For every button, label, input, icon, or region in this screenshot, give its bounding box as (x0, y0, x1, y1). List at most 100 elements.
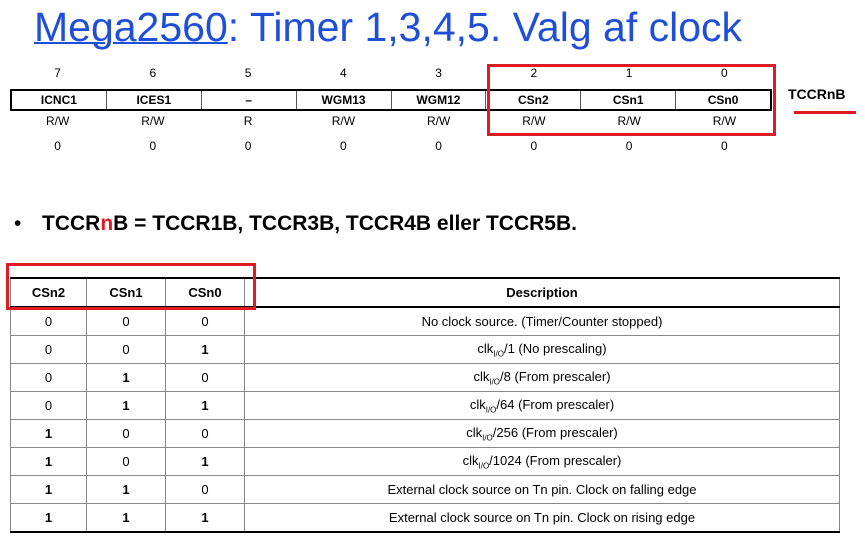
rw-value: R/W (522, 114, 546, 128)
description-cell: clkI/O/256 (From prescaler) (244, 419, 840, 448)
bit-cell: 0 (86, 447, 166, 476)
bit-cell: 1 (10, 475, 87, 504)
rw-value: R/W (45, 114, 70, 128)
bit-cell: 0 (165, 306, 245, 336)
description-cell: clkI/O/1024 (From prescaler) (244, 447, 840, 476)
register-field: ICES1 (105, 91, 201, 109)
rw-value: R/W (331, 114, 356, 128)
clk-text: clk (466, 424, 483, 440)
bit-cell: 0 (165, 475, 245, 504)
page-title: Mega2560: Timer 1,3,4,5. Valg af clock (34, 4, 742, 51)
initial-value: 0 (721, 139, 728, 153)
bit-number: 5 (244, 66, 252, 80)
description-cell: External clock source on Tn pin. Clock o… (244, 503, 840, 533)
initial-value: 0 (435, 139, 442, 153)
bit-cell: 1 (165, 447, 245, 476)
bit-cell: 0 (10, 335, 87, 364)
initial-value: 0 (54, 139, 61, 153)
title-link[interactable]: Mega2560 (34, 4, 228, 50)
rw-value: R/W (617, 114, 641, 128)
clk-subscript: I/O (489, 377, 501, 387)
bit-number: 0 (721, 66, 728, 80)
bit-cell: 0 (165, 419, 245, 448)
cs-columns-highlight (6, 263, 256, 310)
register-name-underline (794, 111, 856, 114)
bit-cell: 1 (10, 419, 87, 448)
prescale-text: /8 (From prescaler) (500, 368, 611, 384)
column-header: Description (244, 277, 840, 308)
column-header: CSn1 (86, 277, 166, 308)
clk-subscript: I/O (478, 461, 490, 471)
column-header: CSn0 (165, 277, 245, 308)
bullet-icon: • (14, 212, 22, 235)
prescale-text: /256 (From prescaler) (492, 424, 618, 440)
initial-value: 0 (149, 139, 157, 153)
table-header-row: CSn2 CSn1 CSn0 Description (10, 277, 840, 308)
description-cell: clkI/O/8 (From prescaler) (244, 363, 840, 392)
bit-number: 1 (625, 66, 633, 80)
read-write-row: R/W R/W R R/W R/W R/W R/W R/W (10, 114, 772, 128)
bit-cell: 0 (10, 306, 87, 336)
title-text: : Timer 1,3,4,5. Valg af clock (227, 4, 743, 50)
clk-text: clk (469, 396, 486, 412)
bit-number: 4 (340, 66, 347, 80)
initial-value: 0 (340, 139, 347, 153)
initial-value-row: 0 0 0 0 0 0 0 0 (10, 139, 772, 153)
rw-value: R/W (712, 114, 737, 128)
bit-cell: 0 (165, 363, 245, 392)
clk-text: clk (473, 368, 490, 384)
bit-cell: 1 (10, 447, 87, 476)
bit-cell: 1 (165, 391, 245, 420)
cs-bits-highlight (487, 64, 776, 136)
bullet-point: • TCCRnB = TCCR1B, TCCR3B, TCCR4B eller T… (14, 212, 577, 236)
clk-text: clk (462, 452, 479, 468)
register-field: CSn1 (580, 91, 675, 109)
rw-value: R/W (426, 114, 451, 128)
bit-number: 3 (435, 66, 442, 80)
register-name: TCCRnB (788, 86, 846, 102)
rw-value: R/W (141, 114, 165, 128)
prescale-text: /1024 (From prescaler) (489, 452, 622, 468)
bit-cell: 1 (86, 503, 166, 533)
register-field: WGM12 (390, 91, 486, 109)
bullet-post: B = TCCR1B, TCCR3B, TCCR4B eller TCCR5B. (113, 212, 577, 235)
bit-cell: 1 (10, 503, 87, 533)
bit-cell: 1 (86, 391, 166, 420)
clk-text: clk (477, 340, 494, 356)
bullet-pre: TCCR (42, 212, 101, 235)
initial-value: 0 (625, 139, 633, 153)
bit-number: 7 (54, 66, 61, 80)
bit-cell: 1 (165, 503, 245, 533)
bit-number: 2 (530, 66, 538, 80)
description-cell: clkI/O/1 (No prescaling) (244, 335, 840, 364)
description-cell: No clock source. (Timer/Counter stopped) (244, 306, 840, 336)
register-field: CSn2 (485, 91, 580, 109)
rw-value: R (243, 114, 253, 128)
bullet-n: n (100, 212, 114, 235)
prescale-text: /1 (No prescaling) (503, 340, 607, 356)
clk-subscript: I/O (485, 405, 497, 415)
description-cell: clkI/O/64 (From prescaler) (244, 391, 840, 420)
initial-value: 0 (244, 139, 252, 153)
register-fields: ICNC1 ICES1 – WGM13 WGM12 CSn2 CSn1 CSn0 (10, 89, 772, 111)
register-field: ICNC1 (40, 93, 77, 107)
prescale-text: /64 (From prescaler) (496, 396, 615, 412)
bit-number: 6 (149, 66, 157, 80)
bit-cell: 1 (86, 363, 166, 392)
column-header: CSn2 (10, 277, 87, 308)
register-field: WGM13 (295, 91, 391, 109)
bit-cell: 1 (86, 475, 166, 504)
bit-cell: 1 (165, 335, 245, 364)
initial-value: 0 (530, 139, 538, 153)
clk-subscript: I/O (493, 349, 504, 359)
register-field: CSn0 (675, 91, 770, 109)
